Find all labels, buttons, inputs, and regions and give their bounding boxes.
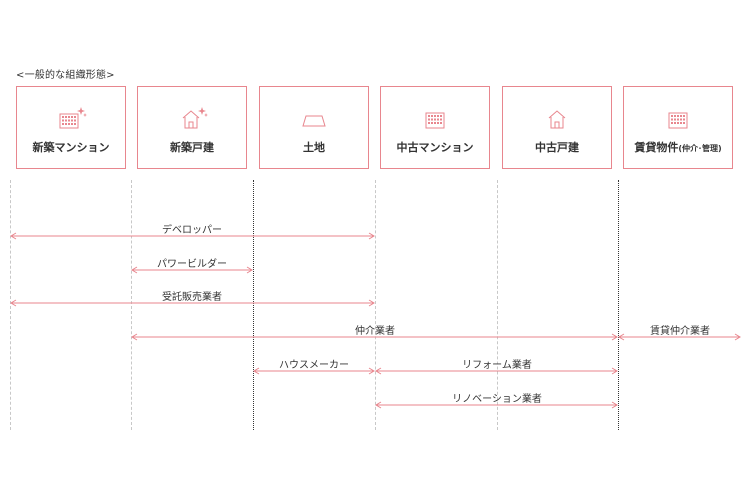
lane-label-reform: リフォーム業者 [462,360,532,371]
lane-label-consignment: 受託販売業者 [162,292,222,303]
category-box-new-condo: 新築マンション [16,86,126,169]
land-icon [260,107,368,129]
lane-label-renovation: リノベーション業者 [452,394,542,405]
lane-label-house-maker: ハウスメーカー [279,360,349,371]
guide-line [497,180,498,430]
category-box-land: 土地 [259,86,369,169]
category-label: 新築戸建 [170,141,214,154]
lane-label-broker: 仲介業者 [355,326,395,337]
category-label: 土地 [303,141,325,154]
category-box-used-house: 中古戸建 [502,86,612,169]
category-label: 中古戸建 [535,141,579,154]
lane-label-developer: デベロッパー [162,225,222,236]
category-label: 賃貸物件(仲介･管理) [624,139,732,155]
building-icon [381,107,489,129]
category-box-new-house: 新築戸建 [137,86,247,169]
category-label: 新築マンション [32,141,110,154]
category-box-used-condo: 中古マンション [380,86,490,169]
category-label-main: 賃貸物件 [634,141,679,154]
guide-line [375,180,376,430]
building-icon [624,107,732,129]
lane-label-rental-broker: 賃貸仲介業者 [650,326,710,337]
category-label-suffix: (仲介･管理) [678,144,722,153]
house-icon [503,107,611,129]
diagram-heading: <一般的な組織形態> [16,70,115,81]
house-sparkle-icon [138,107,246,129]
lane-label-power-builder: パワービルダー [157,259,227,270]
category-label: 中古マンション [396,141,474,154]
building-sparkle-icon [17,107,125,129]
guide-line [618,180,619,430]
category-box-rental: 賃貸物件(仲介･管理) [623,86,733,169]
